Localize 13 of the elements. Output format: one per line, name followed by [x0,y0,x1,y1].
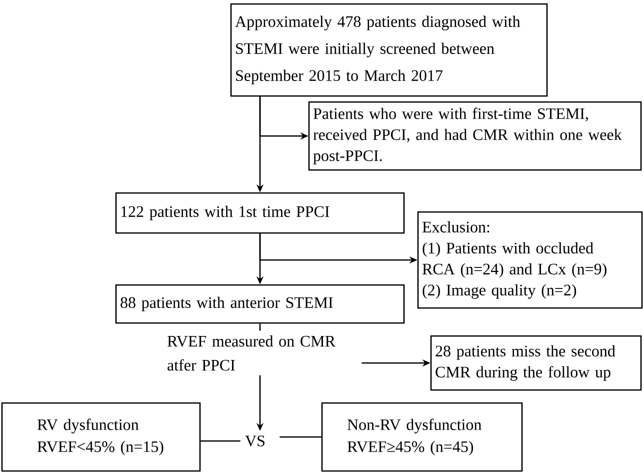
group-box: Non-RV dysfunction RVEF≥45% (n=45) [321,402,523,472]
connector-line [280,436,322,438]
connector-line [200,440,240,442]
group-box: RV dysfunction RVEF<45% (n=15) [1,402,201,472]
group-separator-text: VS [245,436,264,446]
process-box: 88 patients with anterior STEMI [115,284,405,324]
exclusion-box: 28 patients miss the second CMR during the follow up [430,335,642,391]
process-box: 122 patients with 1st time PPCI [115,192,405,234]
process-box: Patients who were with first-time STEMI, received PPCI, and had CMR within one week post-PPCI. [308,101,642,171]
connector-line [259,324,261,331]
exclusion-box: Exclusion: (1) Patients with occluded RCA (n=24) and LCx (n=9) (2) Image quality (n=2) [417,211,643,309]
process-box: Approximately 478 patients diagnosed with STEMI were initially screened between September 2015 to March 2017 [230,3,548,97]
step-text: RVEF measured on CMR atfer PPCI [167,335,336,371]
